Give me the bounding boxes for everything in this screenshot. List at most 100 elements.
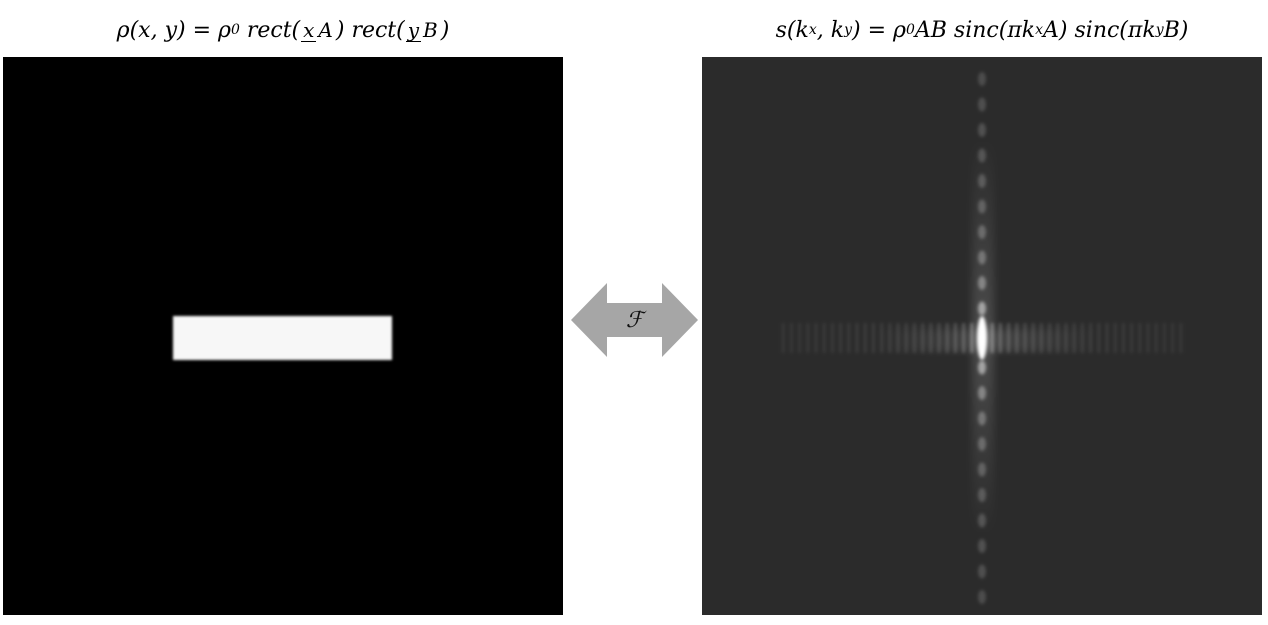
vertical-sidelobe bbox=[978, 72, 986, 86]
fourier-symbol: ℱ bbox=[625, 307, 644, 333]
horizontal-sidelobe bbox=[798, 323, 802, 353]
horizontal-sidelobe bbox=[871, 323, 875, 353]
horizontal-sidelobe bbox=[945, 323, 949, 353]
horizontal-sidelobe bbox=[814, 323, 818, 353]
title-part: A) sinc(πk bbox=[1043, 17, 1156, 43]
vertical-sidelobe bbox=[978, 199, 986, 214]
horizontal-sidelobe bbox=[953, 323, 957, 353]
horizontal-sidelobe bbox=[806, 323, 810, 353]
horizontal-sidelobe bbox=[1146, 323, 1150, 353]
vertical-sidelobe bbox=[978, 174, 986, 188]
vertical-sidelobe bbox=[978, 250, 986, 265]
vertical-sidelobe bbox=[978, 462, 986, 477]
horizontal-sidelobe bbox=[1121, 323, 1125, 353]
horizontal-sidelobe bbox=[888, 323, 892, 353]
horizontal-sidelobe bbox=[1072, 323, 1076, 353]
kx-subscript: x bbox=[808, 22, 817, 38]
vertical-sidelobe bbox=[978, 148, 986, 163]
horizontal-sidelobe bbox=[839, 323, 843, 353]
fraction-numerator: y bbox=[405, 17, 422, 42]
horizontal-sidelobe bbox=[1031, 323, 1035, 353]
vertical-sidelobe bbox=[978, 123, 986, 137]
horizontal-sidelobes bbox=[781, 323, 1183, 353]
double-arrow-icon bbox=[571, 283, 698, 357]
vertical-sidelobe bbox=[978, 564, 986, 579]
title-part: B) bbox=[1163, 17, 1189, 43]
horizontal-sidelobe bbox=[1023, 323, 1027, 353]
horizontal-sidelobe bbox=[1105, 323, 1109, 353]
vertical-sidelobe bbox=[978, 225, 986, 239]
vertical-sidelobe bbox=[978, 590, 986, 604]
horizontal-sidelobe bbox=[1097, 323, 1101, 353]
vertical-sidelobe bbox=[978, 301, 986, 316]
horizontal-sidelobe bbox=[1154, 323, 1158, 353]
horizontal-sidelobe bbox=[863, 323, 867, 353]
horizontal-sidelobe bbox=[962, 323, 966, 353]
fraction-numerator: x bbox=[301, 17, 317, 42]
horizontal-sidelobe bbox=[1138, 323, 1142, 353]
horizontal-sidelobe bbox=[1048, 323, 1052, 353]
horizontal-sidelobe bbox=[1171, 323, 1175, 353]
horizontal-sidelobe bbox=[1064, 323, 1068, 353]
ky-subscript: y bbox=[844, 22, 853, 38]
fraction-denominator: A bbox=[318, 17, 333, 42]
horizontal-sidelobe bbox=[912, 323, 916, 353]
horizontal-sidelobe bbox=[937, 323, 941, 353]
horizontal-sidelobe bbox=[921, 323, 925, 353]
rect-x-open: rect( bbox=[246, 17, 301, 43]
fraction-denominator: B bbox=[423, 17, 438, 42]
vertical-sidelobe bbox=[978, 97, 986, 112]
horizontal-sidelobe bbox=[781, 323, 785, 353]
horizontal-sidelobe bbox=[855, 323, 859, 353]
title-part: AB sinc(πk bbox=[914, 17, 1036, 43]
horizontal-sidelobe bbox=[998, 323, 1002, 353]
ky-subscript: y bbox=[1155, 22, 1164, 38]
vertical-sidelobe bbox=[978, 276, 986, 290]
rect-y-close: ) bbox=[440, 17, 450, 43]
horizontal-sidelobe bbox=[847, 323, 851, 353]
horizontal-sidelobe bbox=[1015, 323, 1019, 353]
title-lhs: ρ(x, y) = ρ bbox=[116, 17, 231, 43]
fourier-transform-arrow: ℱ bbox=[571, 283, 698, 357]
horizontal-sidelobe bbox=[1113, 323, 1117, 353]
horizontal-sidelobe bbox=[1007, 323, 1011, 353]
central-peak bbox=[977, 316, 987, 360]
horizontal-sidelobe bbox=[990, 323, 994, 353]
horizontal-sidelobe bbox=[1080, 323, 1084, 353]
rho-subscript: 0 bbox=[230, 22, 240, 38]
horizontal-sidelobe bbox=[830, 323, 834, 353]
rect-function-shape bbox=[173, 316, 392, 360]
frequency-domain-image bbox=[702, 57, 1262, 615]
horizontal-sidelobe bbox=[970, 323, 974, 353]
horizontal-sidelobe bbox=[929, 323, 933, 353]
vertical-sidelobe bbox=[978, 437, 986, 451]
horizontal-sidelobe bbox=[896, 323, 900, 353]
horizontal-sidelobe bbox=[1162, 323, 1166, 353]
title-part: s(k bbox=[775, 17, 809, 43]
rho-subscript: 0 bbox=[905, 22, 915, 38]
vertical-sidelobe bbox=[978, 513, 986, 528]
horizontal-sidelobe bbox=[789, 323, 793, 353]
horizontal-sidelobe bbox=[1056, 323, 1060, 353]
title-part: , k bbox=[816, 17, 845, 43]
vertical-sidelobe bbox=[978, 360, 986, 375]
vertical-sidelobes bbox=[978, 72, 986, 604]
vertical-sidelobe bbox=[978, 488, 986, 502]
spatial-domain-image bbox=[3, 57, 563, 615]
sinc-spectrum bbox=[781, 72, 1183, 604]
horizontal-sidelobe bbox=[1179, 323, 1183, 353]
vertical-sidelobe bbox=[978, 386, 986, 400]
kx-subscript: x bbox=[1035, 22, 1044, 38]
vertical-sidelobe bbox=[978, 411, 986, 426]
rect-y-open: ) rect( bbox=[335, 17, 405, 43]
horizontal-sidelobe bbox=[1039, 323, 1043, 353]
horizontal-sidelobe bbox=[880, 323, 884, 353]
vertical-sidelobe bbox=[978, 539, 986, 553]
horizontal-sidelobe bbox=[1089, 323, 1093, 353]
title-part: ) = ρ bbox=[852, 17, 906, 43]
horizontal-sidelobe bbox=[1130, 323, 1134, 353]
